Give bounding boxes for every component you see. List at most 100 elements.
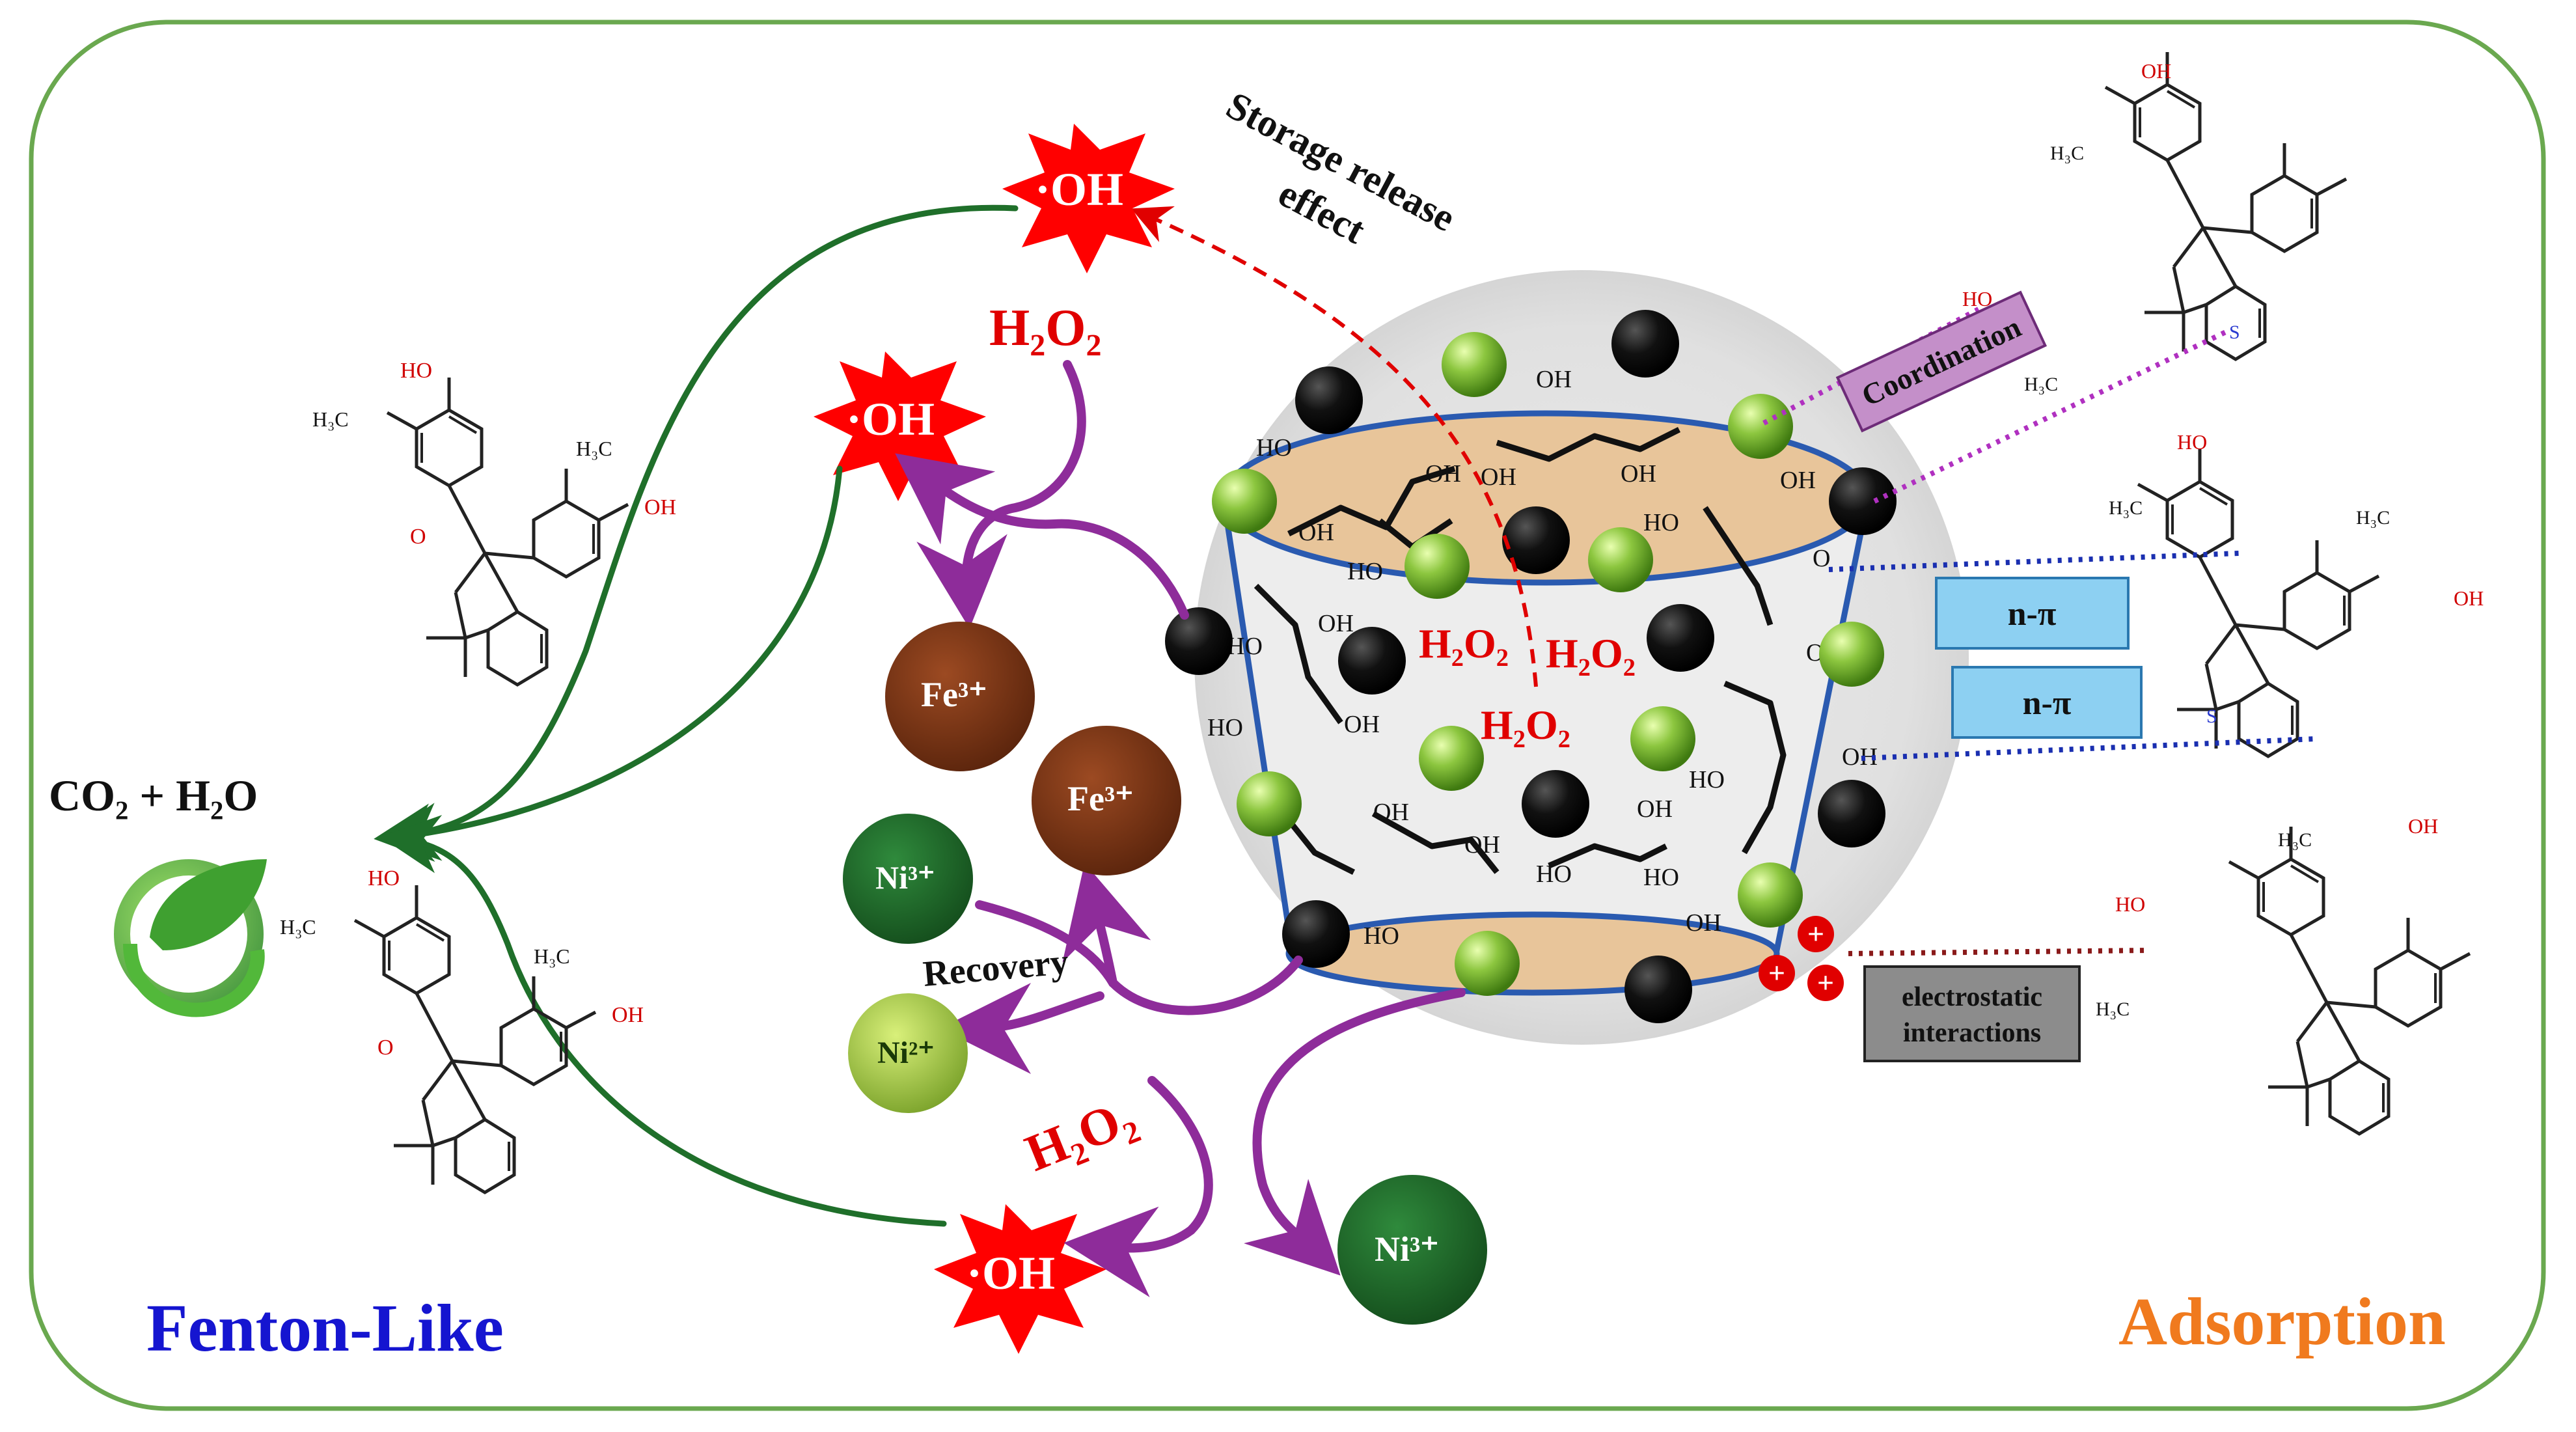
oh-group: OH: [2408, 814, 2438, 838]
h2o2-to-oh-bottom-arrow: [1063, 1076, 1213, 1298]
ho-group: HO: [368, 866, 400, 890]
ni2-label: Ni²⁺: [877, 1036, 935, 1070]
oh-group: OH: [2454, 586, 2484, 610]
glucose-unit-labels: OH HO OH OH OH OH OH HO HO OH HO OH HO H…: [1207, 366, 1878, 950]
left-molecule-methyl-labels: H₃C H₃C H₃C H₃C: [280, 407, 612, 968]
ho-group: HO: [1256, 434, 1292, 461]
ho-group: HO: [1363, 922, 1399, 950]
left-molecule-labels: HO OH O HO OH O: [368, 359, 676, 1060]
adsorption-title: Adsorption: [2118, 1284, 2446, 1359]
ch3-group: H₃C: [2278, 829, 2312, 851]
h2o2-to-fe3-arrow: [916, 360, 1086, 629]
ch3-group: H₃C: [280, 915, 316, 939]
green-particle: [1588, 527, 1653, 592]
green-particle: [1404, 534, 1470, 599]
black-particle: [1502, 506, 1570, 574]
electrostatic-label-2: interactions: [1903, 1018, 2041, 1048]
oh-group: OH: [2141, 59, 2171, 83]
o-atom: O: [377, 1036, 394, 1060]
ch3-group: H₃C: [534, 944, 570, 968]
oh-group: OH: [644, 495, 676, 519]
right-molecule-methyl-labels: H₃C H₃C H₃C H₃C H₃C H₃C: [2024, 143, 2390, 1020]
ch3-group: H₃C: [312, 407, 349, 431]
oh-group: OH: [1373, 799, 1409, 826]
black-particle: [1282, 900, 1350, 968]
oh-radical-top: ·OH: [1002, 124, 1175, 273]
ho-group: HO: [400, 359, 432, 383]
positive-charges: + + +: [1759, 916, 1844, 1001]
black-particle: [1818, 780, 1885, 847]
green-particle: [1819, 622, 1884, 687]
ho-group: HO: [2115, 892, 2145, 916]
ni3-ball-left: Ni³⁺: [843, 814, 973, 944]
oh-radical-burst: [934, 1204, 1106, 1354]
green-particle: [1237, 771, 1302, 836]
green-particle: [1455, 931, 1520, 996]
ho-group: HO: [1207, 714, 1243, 741]
glucose-units: [1254, 426, 1787, 875]
ni3-ball-bottom: Ni³⁺: [1337, 1175, 1487, 1325]
fe3-label: Fe³⁺: [921, 675, 987, 714]
ch3-group: H₃C: [2356, 507, 2390, 529]
oh-group: OH: [1464, 831, 1500, 859]
black-particle: [1647, 604, 1714, 672]
oh-top-to-co2-arrow: [374, 204, 1019, 862]
ch3-group: H₃C: [2050, 143, 2084, 164]
ho-group: HO: [1227, 633, 1263, 660]
oh-group: OH: [1637, 795, 1673, 823]
o-atom: O: [1813, 545, 1830, 572]
sulfur-labels: S S: [2206, 322, 2240, 727]
n-pi-box-2: n-π: [1951, 666, 2143, 739]
storage-release-arrow: [1131, 206, 1538, 687]
n-pi-box-1: n-π: [1935, 577, 2130, 650]
black-particle: [1295, 366, 1363, 434]
electrostatic-label: electrostatic: [1902, 982, 2042, 1012]
electrostatic-box: electrostatic interactions: [1863, 965, 2081, 1062]
plus-sign: +: [1817, 966, 1834, 999]
oh-group: OH: [1298, 519, 1334, 546]
black-particle: [1338, 627, 1406, 695]
oh-group: OH: [1536, 366, 1572, 393]
h2o2-inside-2: H₂O₂: [1546, 630, 1636, 676]
ch3-group: H₃C: [576, 437, 612, 460]
oh-group: OH: [1344, 711, 1380, 738]
oh-group: OH: [1842, 743, 1878, 771]
oh-radical-bottom: ·OH: [934, 1204, 1106, 1354]
s-atom: S: [2229, 322, 2240, 343]
n-pi-label: n-π: [2008, 596, 2057, 633]
ch3-group: H₃C: [2024, 374, 2058, 395]
leaf-icon: [150, 859, 267, 950]
oh-bottom-to-co2-arrow: [380, 815, 947, 1227]
plus-sign: +: [1807, 917, 1824, 950]
fe3-ball-1: Fe³⁺: [885, 622, 1035, 771]
oh-radical-label: ·OH: [1035, 163, 1123, 215]
black-particle: [1624, 956, 1692, 1023]
ch3-group: H₃C: [2096, 998, 2130, 1020]
h2o2-inside-1: H₂O₂: [1419, 620, 1509, 667]
oh-group: OH: [612, 1003, 644, 1027]
oh-group: OH: [1686, 909, 1721, 937]
ho-group: HO: [1643, 509, 1679, 536]
s-atom: S: [2206, 706, 2217, 727]
fe3-label: Fe³⁺: [1067, 779, 1134, 818]
h2o2-label-top: H₂O₂: [989, 299, 1101, 357]
ho-group: HO: [1347, 558, 1383, 585]
ho-group: HO: [1689, 766, 1725, 793]
black-particle: [1829, 467, 1897, 535]
oh-group: OH: [1318, 610, 1354, 637]
green-particle: [1442, 332, 1507, 397]
green-particle: [1212, 469, 1277, 534]
recovery-to-particle-arrow: [1108, 956, 1303, 1015]
n-pi-label: n-π: [2023, 685, 2072, 722]
coordination-line-2: [1873, 329, 2227, 504]
h2o2-inside-3: H₂O₂: [1481, 702, 1570, 748]
recovery-to-ni2-arrow: [940, 982, 1104, 1074]
co2-h2o-label: CO₂ + H₂O: [49, 771, 258, 820]
green-particle: [1419, 726, 1484, 791]
oh-group: OH: [1780, 467, 1816, 494]
recovery-to-fe3-arrow: [1062, 862, 1151, 987]
n-pi-line-2: [1861, 736, 2318, 761]
purple-arrows: [895, 360, 1466, 1298]
o-atom: O: [410, 525, 426, 549]
black-particle: [1165, 607, 1233, 675]
